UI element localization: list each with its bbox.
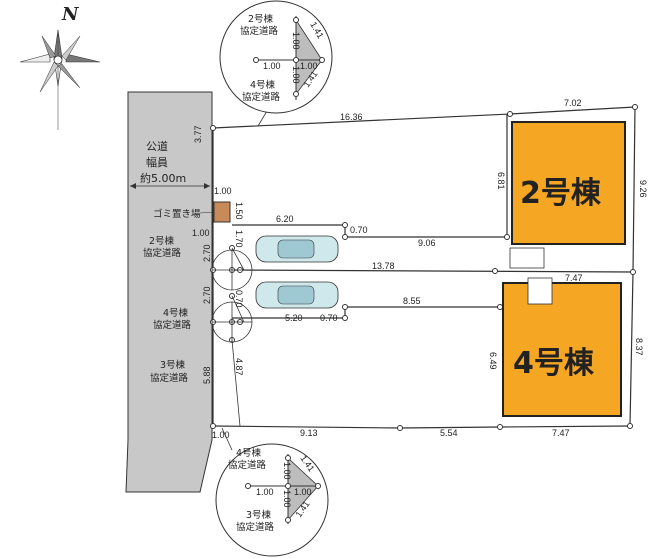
- building-2-label: 2号棟: [520, 176, 602, 211]
- dim-drive-855: 8.55: [403, 296, 421, 306]
- building-4: [502, 282, 622, 417]
- dim-left-top: 3.77: [193, 125, 203, 143]
- inset-top: 2号棟 協定道路 4号棟 協定道路 1.00 1.00 1.00 1.00 1.…: [219, 0, 333, 127]
- dim-mid-1378: 13.78: [372, 261, 395, 271]
- road-width-label: 約5.00m: [140, 171, 186, 185]
- dim-trash-bot: 1.00: [192, 228, 210, 238]
- inset-top-d2: 1.00: [300, 61, 318, 71]
- trash-area-label: ゴミ置き場: [153, 208, 201, 220]
- road-label-2: 幅員: [146, 156, 168, 169]
- inset-bottom-label-c: 3号棟: [246, 509, 272, 521]
- dim-top-building: 7.02: [564, 98, 582, 108]
- trash-area: [213, 201, 231, 223]
- agreement-4-label-b: 協定道路: [153, 319, 192, 331]
- inset-top-label-a: 2号棟: [248, 13, 274, 25]
- inset-bottom-d3: 1.00: [282, 462, 292, 480]
- inset-top-label-c: 4号棟: [250, 79, 276, 91]
- agreement-2-label-b: 協定道路: [143, 247, 182, 259]
- dim-right-2: 9.26: [638, 180, 648, 198]
- dim-trash-h: 1.50: [234, 202, 244, 220]
- dim-drive-top-070: 0.70: [350, 225, 368, 235]
- dim-v-588: 5.88: [202, 366, 212, 384]
- inset-top-d3: 1.00: [291, 32, 301, 50]
- building-2: [511, 121, 626, 245]
- dim-v-070: 0.70: [234, 290, 244, 308]
- agreement-3-label-b: 協定道路: [150, 372, 189, 384]
- building-4-entrance: [527, 277, 553, 305]
- inset-bottom-label-a: 4号棟: [236, 447, 262, 459]
- dim-b4-left: 6.49: [488, 352, 498, 370]
- dim-trash-w: 1.00: [214, 186, 232, 196]
- car-icon: [255, 281, 339, 309]
- dim-drive-070b: 0.70: [320, 313, 338, 323]
- dim-drive-top-906: 9.06: [418, 238, 436, 248]
- dim-drive-top-620: 6.20: [276, 214, 294, 224]
- compass-north-label: N: [61, 4, 80, 25]
- inset-bottom-d1: 1.00: [256, 487, 274, 497]
- inset-bottom-label-b: 協定道路: [228, 459, 267, 471]
- dim-v-487: 4.87: [234, 358, 244, 376]
- building-4-label: 4号棟: [513, 346, 595, 381]
- agreement-3-label-a: 3号棟: [160, 359, 186, 371]
- road-label-1: 公道: [146, 139, 168, 153]
- inset-bottom-d4: 1.00: [282, 490, 292, 508]
- vertex-points: [210, 104, 638, 431]
- dim-b2-left: 6.81: [496, 172, 506, 190]
- car-icon: [255, 235, 339, 263]
- dim-mid-747: 7.47: [565, 273, 583, 283]
- dim-bot-747: 7.47: [552, 428, 570, 438]
- inset-top-label-b: 協定道路: [240, 25, 279, 37]
- inset-top-d4: 1.00: [291, 66, 301, 84]
- dim-bot-100: 1.00: [212, 430, 230, 440]
- dim-v-270a: 2.70: [202, 244, 212, 262]
- agreement-4-label-a: 4号棟: [163, 307, 189, 319]
- public-road: [125, 91, 213, 493]
- dim-top-lot: 16.36: [340, 112, 363, 122]
- inset-bottom: 4号棟 協定道路 3号棟 協定道路 1.00 1.00 1.00 1.00 1.…: [215, 427, 329, 557]
- dim-drive-520: 5.20: [285, 313, 303, 323]
- inset-top-d1: 1.00: [263, 61, 281, 71]
- dim-v-170: 1.70: [234, 230, 244, 248]
- dim-v-270b: 2.70: [202, 286, 212, 304]
- compass-rose-icon: [19, 29, 101, 130]
- inset-bottom-d2: 1.00: [294, 487, 312, 497]
- inset-bottom-label-d: 協定道路: [236, 521, 275, 533]
- dim-right-4: 8.37: [634, 338, 644, 356]
- dim-bot-913: 9.13: [300, 428, 318, 438]
- dim-bot-554: 5.54: [440, 428, 458, 438]
- building-2-entrance: [509, 247, 545, 269]
- inset-top-label-d: 協定道路: [242, 91, 281, 103]
- agreement-road-marks: [211, 247, 253, 427]
- agreement-2-label-a: 2号棟: [149, 235, 175, 247]
